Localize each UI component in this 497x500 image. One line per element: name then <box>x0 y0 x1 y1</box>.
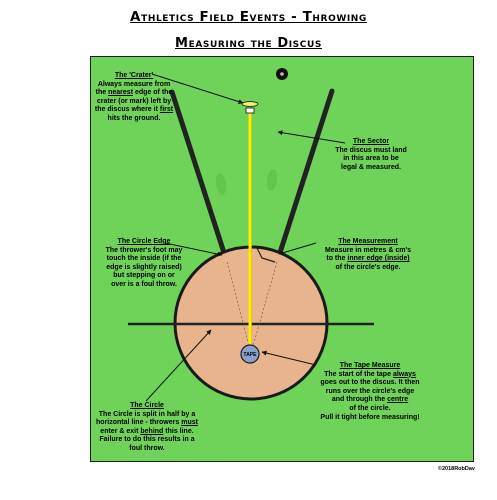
tape-label: TAPE <box>244 352 258 358</box>
crater-marker <box>241 101 259 114</box>
note-circle-edge: The Circle Edge The thrower's foot may t… <box>100 238 188 290</box>
note-crater-heading: The 'Crater' <box>114 72 154 79</box>
page-subtitle: Measuring the Discus <box>175 36 322 51</box>
note-sector: The Sector The discus must land in this … <box>326 138 416 172</box>
arrow-measurement <box>278 242 317 256</box>
note-measurement: The Measurement Measure in metres & cm's… <box>318 238 418 272</box>
sector-line-right <box>274 88 335 265</box>
tape-reel-icon: TAPE <box>240 344 260 364</box>
note-tape-measure-heading: The Tape Measure <box>339 362 401 369</box>
arrow-circle-edge <box>164 242 223 257</box>
note-measurement-heading: The Measurement <box>338 238 398 245</box>
page-title: Athletics Field Events - Throwing <box>130 9 367 25</box>
note-circle: The Circle The Circle is split in half b… <box>92 402 202 454</box>
arrow-tape-measure <box>261 350 317 366</box>
sector-line-left <box>169 89 230 265</box>
copyright-text: ©2018RobDav <box>437 466 475 472</box>
inner-edge-marker <box>256 247 276 263</box>
note-crater: The 'Crater' Always measure from the nea… <box>90 72 178 124</box>
discus-icon <box>276 68 288 80</box>
arrow-sector <box>277 130 346 144</box>
arrow-circle <box>145 329 212 402</box>
note-tape-measure: The Tape Measure The start of the tape a… <box>300 362 440 422</box>
arrow-crater <box>151 73 244 105</box>
note-circle-edge-heading: The Circle Edge <box>117 238 171 245</box>
footprint-marks <box>215 169 278 195</box>
note-sector-heading: The Sector <box>352 138 390 145</box>
note-circle-heading: The Circle <box>130 402 164 409</box>
